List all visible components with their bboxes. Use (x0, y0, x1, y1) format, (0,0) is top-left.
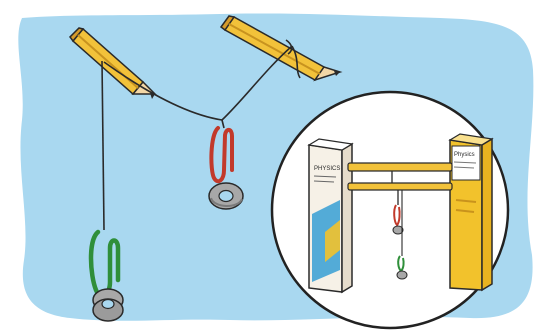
book-left-title: PHYSICS (314, 166, 340, 172)
book-right-title: Physics (454, 152, 475, 158)
inset-washer-lower (397, 271, 407, 279)
inset-book-left: PHYSICS (309, 139, 352, 292)
inset-book-right: Physics (450, 134, 492, 290)
inset-circle: PHYSICS Physics (272, 92, 508, 328)
